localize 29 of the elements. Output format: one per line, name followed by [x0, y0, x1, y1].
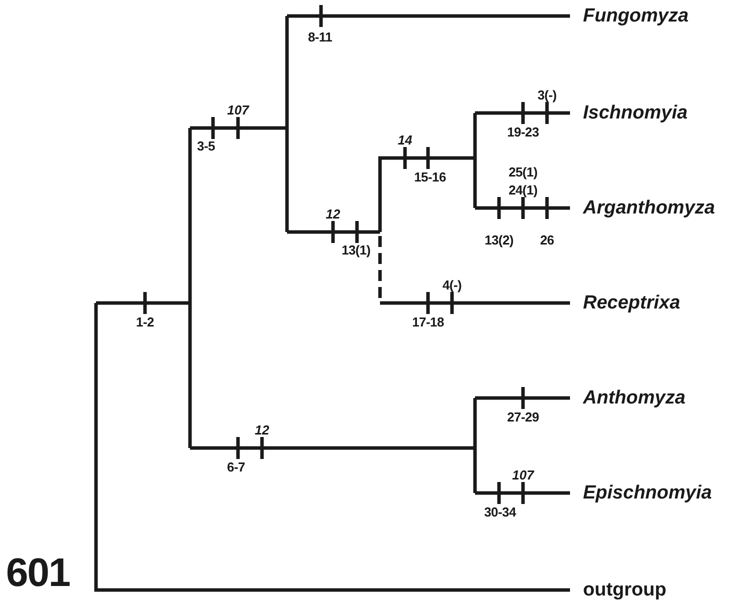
- character-number: 3(-): [537, 88, 557, 102]
- character-number: 30-34: [484, 506, 516, 518]
- character-number: 3-5: [197, 140, 215, 152]
- character-number: 107: [512, 468, 534, 482]
- character-number: 1-2: [136, 316, 154, 328]
- character-number: 4(-): [442, 278, 462, 292]
- character-number: 17-18: [412, 316, 444, 328]
- character-number: 25(1): [508, 166, 538, 178]
- character-number: 26: [540, 234, 554, 246]
- character-number: 12: [254, 424, 270, 436]
- taxon-name: Receptrixa: [583, 294, 680, 312]
- character-number: 12: [326, 208, 340, 220]
- character-number: 6-7: [227, 460, 245, 474]
- character-number: 15-16: [414, 170, 446, 184]
- character-number: 13(1): [342, 244, 370, 256]
- character-number: 27-29: [507, 410, 539, 424]
- character-number: 8-11: [308, 30, 332, 44]
- taxon-name: Epischnomyia: [583, 484, 712, 502]
- taxon-name: outgroup: [583, 580, 666, 600]
- taxon-name: Anthomyza: [583, 388, 686, 408]
- taxon-name: Fungomyza: [583, 6, 689, 26]
- figure-number: 601: [6, 553, 70, 593]
- taxon-name: Arganthomyza: [583, 198, 715, 218]
- character-number: 14: [398, 134, 412, 146]
- character-number: 24(1): [508, 184, 538, 196]
- taxon-name: Ischnomyia: [583, 104, 688, 122]
- character-number: 13(2): [484, 234, 514, 246]
- character-number: 19-23: [507, 126, 539, 138]
- character-number: 107: [227, 104, 249, 116]
